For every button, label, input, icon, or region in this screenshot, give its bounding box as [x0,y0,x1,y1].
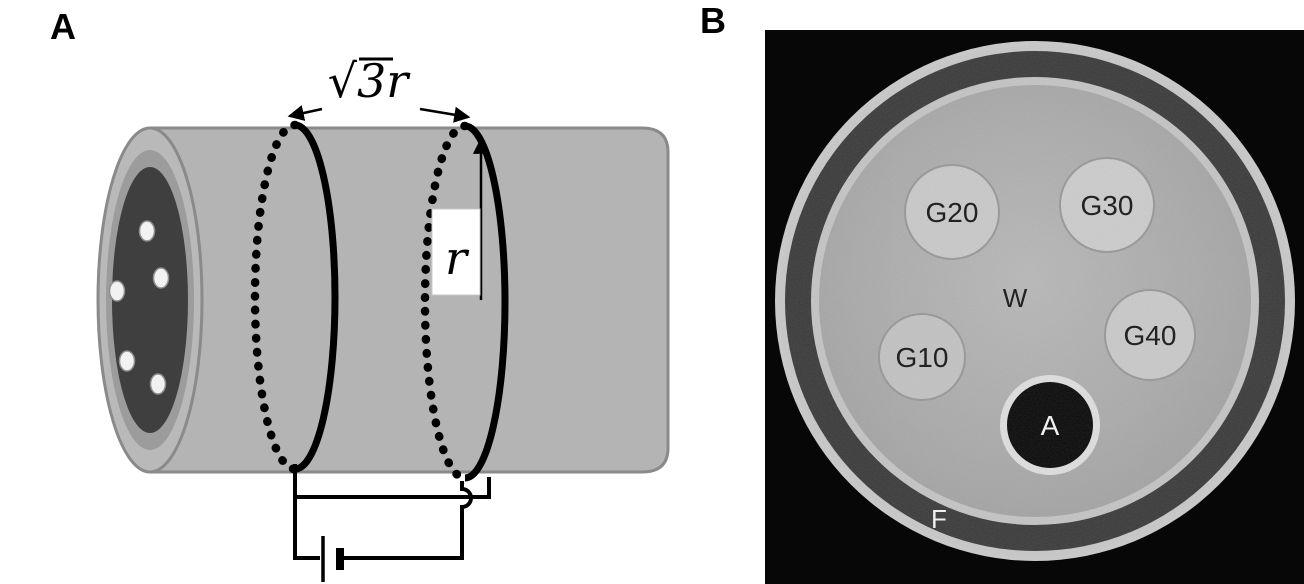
vial-dot [149,373,167,395]
cap-core [112,167,188,433]
vial-dot [138,220,156,242]
vial-a-label: A [1041,410,1060,441]
spacing-arrow-right [419,106,471,123]
vial-g30-label: G30 [1081,190,1134,221]
panel-a-label: A [50,6,76,47]
water-label: W [1003,283,1028,313]
panel-b-label: B [700,0,726,41]
noise-texture [779,45,1291,557]
coil-right-back-arc [420,121,470,483]
coil-left-front-arc [294,121,339,473]
wire-right [343,481,473,560]
spacing-annotation: √3r [287,54,471,123]
cap-vial-dots [108,220,170,395]
coil-left [250,120,339,474]
ct-cross-section: G20 G30 G10 G40 A W F [765,30,1304,584]
battery-icon [321,536,344,582]
cylinder-body [148,126,670,474]
vial-dot [152,267,170,289]
vial-dot [108,280,126,302]
vial-g10-label: G10 [896,342,949,373]
scan-labels: G20 G30 G10 G40 A W F [896,190,1177,534]
fat-label: F [931,504,947,534]
coil-left-back-arc [250,120,300,474]
radius-label-box [431,208,481,296]
phantom-cylinder [96,126,670,474]
circuit [293,464,491,582]
wire-left [293,464,320,560]
spacing-arrow-left [287,105,323,121]
scan-noise [779,45,1291,557]
vial-g20-label: G20 [926,197,979,228]
spacing-label: √3r [328,54,412,108]
wire-bus [295,477,491,499]
vial-dot [118,350,136,372]
radius-annotation: r [431,137,490,300]
vial-g40-label: G40 [1124,320,1177,351]
radius-label: r [445,231,470,285]
phantom-schematic: √3r r [96,54,670,582]
